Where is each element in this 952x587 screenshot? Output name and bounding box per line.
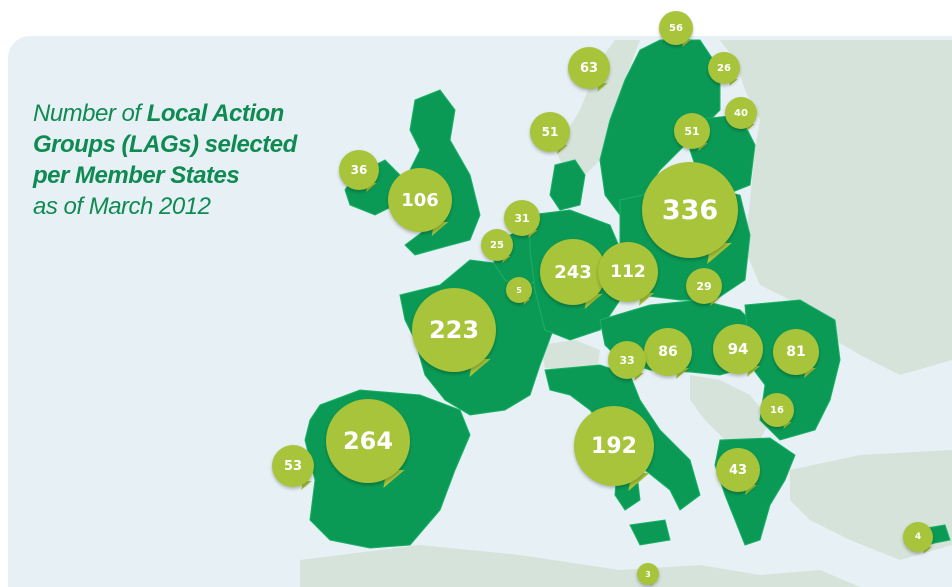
lag-count-value: 223 (428, 316, 480, 344)
lag-bubble-hungary: 94 (713, 324, 763, 377)
lag-count-value: 26 (717, 62, 731, 74)
lag-count-value: 112 (610, 262, 646, 282)
lag-count-value: 51 (541, 125, 559, 139)
bubble-disc (598, 242, 658, 302)
lag-count-value: 192 (591, 433, 637, 459)
lag-bubble-netherlands: 31 (504, 200, 540, 239)
lag-count-value: 29 (696, 279, 712, 293)
lag-count-value: 25 (490, 239, 504, 251)
bubble-disc (642, 162, 738, 258)
title-line-1: Number of Local Action (33, 98, 333, 129)
title-bold-1: Local Action (146, 100, 285, 127)
lag-count-value: 33 (619, 353, 635, 367)
bubble-disc (659, 11, 693, 45)
lag-count-value: 86 (658, 344, 678, 360)
lag-bubble-poland: 336 (642, 162, 738, 264)
bubble-disc (644, 328, 692, 376)
lag-bubble-bulgaria: 16 (760, 393, 794, 430)
lag-bubble-denmark: 51 (530, 112, 570, 155)
bubble-disc (713, 324, 763, 374)
bubble-disc (481, 229, 513, 261)
bubble-disc (530, 112, 570, 152)
bubble-disc (708, 52, 740, 84)
lag-bubble-italy: 192 (574, 406, 654, 491)
lag-bubble-estonia: 26 (708, 52, 740, 86)
lag-count-value: 53 (283, 458, 303, 474)
lag-bubble-belgium: 25 (481, 229, 513, 263)
bubble-disc (412, 288, 496, 372)
lag-count-value: 3 (645, 569, 651, 579)
bubble-disc (506, 277, 532, 303)
bubble-disc (725, 97, 757, 129)
lag-count-value: 31 (514, 211, 530, 225)
lag-count-value: 43 (728, 462, 748, 478)
non-member-land-balkans (690, 375, 770, 450)
lag-count-value: 36 (350, 163, 368, 177)
title-line-2: Groups (LAGs) selected (33, 129, 333, 160)
lag-count-value: 63 (579, 60, 599, 76)
lag-bubble-portugal: 53 (272, 445, 314, 490)
lag-bubble-united-kingdom: 106 (388, 168, 452, 236)
title-line-3: per Member States (33, 160, 333, 191)
bubble-disc (903, 522, 933, 552)
bubble-disc (760, 393, 794, 427)
lag-count-value: 5 (516, 285, 522, 295)
lag-count-value: 336 (661, 194, 719, 226)
lag-bubble-greece: 43 (716, 448, 760, 495)
lag-bubble-czech-republic: 112 (598, 242, 658, 306)
lag-count-value: 56 (669, 22, 683, 34)
non-member-land-switzerland (540, 340, 600, 372)
map-title: Number of Local Action Groups (LAGs) sel… (33, 98, 333, 222)
lag-bubble-luxembourg: 5 (506, 277, 532, 305)
bubble-disc (272, 445, 314, 487)
land-denmark (549, 159, 586, 211)
lag-bubble-slovakia: 29 (686, 268, 722, 307)
bubble-disc (326, 399, 410, 483)
lag-bubble-ireland: 36 (339, 150, 379, 193)
bubble-disc (608, 341, 646, 379)
lag-bubble-cyprus: 4 (903, 522, 933, 554)
europe-map (300, 39, 952, 587)
lag-bubble-sweden: 63 (568, 47, 610, 92)
lag-bubble-finland: 56 (659, 11, 693, 48)
lag-bubble-latvia: 40 (725, 97, 757, 131)
bubble-disc (773, 329, 819, 375)
bubble-disc (388, 168, 452, 232)
lag-count-value: 106 (401, 189, 439, 211)
bubble-disc (686, 268, 722, 304)
lag-bubble-romania: 81 (773, 329, 819, 378)
title-line-4: as of March 2012 (33, 193, 211, 220)
bubble-disc (504, 200, 540, 236)
bubble-disc (674, 113, 710, 149)
lag-count-value: 264 (342, 427, 394, 455)
lag-count-value: 4 (914, 532, 922, 542)
lag-bubble-france: 223 (412, 288, 496, 378)
bubble-disc (574, 406, 654, 486)
title-prefix: Number of (33, 100, 147, 127)
lag-count-value: 51 (684, 124, 700, 138)
lag-bubble-austria: 86 (644, 328, 692, 379)
non-member-land-africa (300, 545, 860, 587)
bubble-disc (540, 239, 606, 305)
lag-bubble-slovenia: 33 (608, 341, 646, 382)
land-sicily (629, 519, 671, 546)
lag-count-value: 94 (727, 340, 749, 358)
bubble-disc (568, 47, 610, 89)
title-bold-3: per Member States (33, 162, 240, 189)
lag-bubble-germany: 243 (540, 239, 606, 309)
lag-count-value: 81 (786, 344, 806, 360)
lag-count-value: 40 (734, 107, 748, 119)
non-member-land-norway (555, 40, 640, 175)
lag-bubble-malta: 3 (637, 563, 659, 587)
bubble-disc (339, 150, 379, 190)
lag-bubble-lithuania: 51 (674, 113, 710, 152)
lag-count-value: 16 (770, 404, 784, 416)
lag-bubble-spain: 264 (326, 399, 410, 489)
bubble-disc (716, 448, 760, 492)
bubble-disc (637, 563, 659, 585)
lag-count-value: 243 (554, 261, 592, 283)
non-member-land-east (720, 40, 952, 375)
map-frame (8, 36, 952, 587)
title-bold-2: Groups (LAGs) selected (33, 131, 297, 158)
